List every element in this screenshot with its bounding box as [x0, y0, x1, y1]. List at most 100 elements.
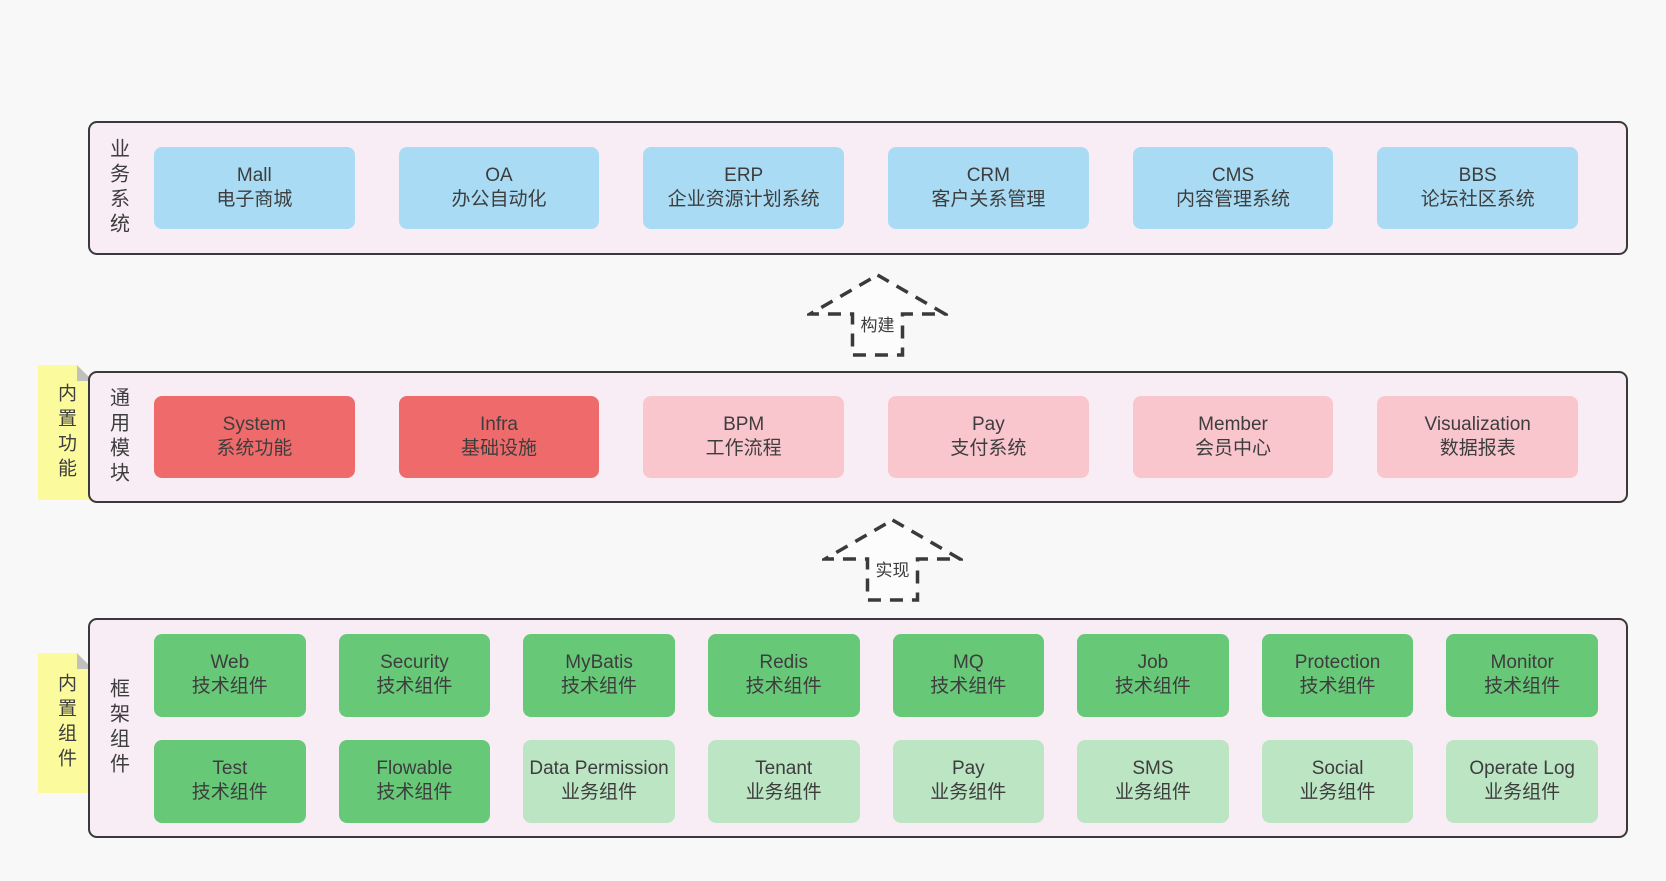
layer-framework-components: 框架组件 Web 技术组件 Security 技术组件 MyBatis 技术组件… — [88, 618, 1628, 838]
box-pay-component-en: Pay — [951, 758, 985, 779]
box-operate-log-en: Operate Log — [1469, 758, 1575, 779]
box-mybatis-zh: 技术组件 — [561, 676, 638, 697]
box-mall-en: Mall — [236, 165, 272, 186]
layer-common-modules-title: 通用模块 — [106, 387, 129, 487]
box-social-en: Social — [1311, 758, 1364, 779]
box-tenant-zh: 业务组件 — [745, 782, 822, 803]
layer-business-systems-title: 业务系统 — [106, 138, 129, 238]
box-bbs-zh: 论坛社区系统 — [1420, 189, 1535, 210]
box-flowable-en: Flowable — [376, 758, 453, 779]
box-system: System 系统功能 — [154, 396, 355, 478]
note-builtin-components: 内置组件 — [38, 653, 93, 793]
box-infra-en: Infra — [479, 414, 519, 435]
framework-row-2: Test 技术组件 Flowable 技术组件 Data Permission … — [154, 739, 1598, 823]
box-test: Test 技术组件 — [154, 739, 306, 823]
box-job-zh: 技术组件 — [1114, 676, 1191, 697]
box-redis-en: Redis — [759, 652, 808, 673]
layer-common-modules: 通用模块 System 系统功能 Infra 基础设施 BPM 工作流程 Pay… — [88, 371, 1628, 503]
box-mybatis: MyBatis 技术组件 — [523, 633, 675, 717]
box-visualization: Visualization 数据报表 — [1377, 396, 1579, 478]
framework-components-grid: Web 技术组件 Security 技术组件 MyBatis 技术组件 Redi… — [146, 620, 1626, 836]
box-cms: CMS 内容管理系统 — [1132, 147, 1334, 229]
layer-framework-components-title: 框架组件 — [106, 678, 129, 778]
box-mq-zh: 技术组件 — [930, 676, 1007, 697]
box-pay-module-zh: 支付系统 — [950, 438, 1027, 459]
common-modules-boxes: System 系统功能 Infra 基础设施 BPM 工作流程 Pay 支付系统… — [146, 373, 1626, 501]
arrow-build-label: 构建 — [857, 316, 898, 335]
box-test-en: Test — [212, 758, 248, 779]
box-social-zh: 业务组件 — [1299, 782, 1376, 803]
business-systems-boxes: Mall 电子商城 OA 办公自动化 ERP 企业资源计划系统 CRM 客户关系… — [146, 123, 1626, 253]
note-builtin-features: 内置功能 — [38, 365, 93, 500]
box-member-en: Member — [1198, 414, 1268, 435]
box-member: Member 会员中心 — [1132, 396, 1334, 478]
box-job: Job 技术组件 — [1077, 633, 1229, 717]
box-operate-log-zh: 业务组件 — [1484, 782, 1561, 803]
note-builtin-components-label: 内置组件 — [55, 673, 76, 773]
box-data-permission: Data Permission 业务组件 — [523, 739, 675, 823]
box-bpm: BPM 工作流程 — [643, 396, 845, 478]
box-pay-module-en: Pay — [971, 414, 1005, 435]
box-monitor-zh: 技术组件 — [1484, 676, 1561, 697]
box-web-en: Web — [210, 652, 250, 673]
box-mq: MQ 技术组件 — [892, 633, 1045, 717]
box-data-permission-zh: 业务组件 — [561, 782, 638, 803]
box-pay-component: Pay 业务组件 — [892, 739, 1045, 823]
framework-row-1: Web 技术组件 Security 技术组件 MyBatis 技术组件 Redi… — [154, 633, 1598, 717]
arrow-build: 构建 — [807, 272, 948, 358]
box-sms-zh: 业务组件 — [1114, 782, 1191, 803]
box-crm: CRM 客户关系管理 — [888, 147, 1089, 229]
box-protection-zh: 技术组件 — [1299, 676, 1376, 697]
box-operate-log: Operate Log 业务组件 — [1446, 739, 1598, 823]
box-mq-en: MQ — [953, 652, 984, 673]
layer-business-systems: 业务系统 Mall 电子商城 OA 办公自动化 ERP 企业资源计划系统 CRM… — [88, 121, 1628, 255]
box-cms-en: CMS — [1211, 165, 1255, 186]
box-oa: OA 办公自动化 — [398, 147, 600, 229]
arrow-implement-label: 实现 — [872, 561, 913, 580]
box-security-zh: 技术组件 — [376, 676, 453, 697]
up-block-arrow-icon — [822, 517, 963, 602]
arrow-implement: 实现 — [822, 517, 963, 603]
box-security-en: Security — [380, 652, 449, 673]
box-oa-en: OA — [485, 165, 513, 186]
box-pay-module: Pay 支付系统 — [888, 396, 1089, 478]
box-mall: Mall 电子商城 — [154, 147, 355, 229]
box-erp-zh: 企业资源计划系统 — [667, 189, 820, 210]
box-oa-zh: 办公自动化 — [451, 189, 547, 210]
box-bpm-en: BPM — [723, 414, 765, 435]
box-mybatis-en: MyBatis — [565, 652, 633, 673]
box-bbs: BBS 论坛社区系统 — [1377, 147, 1579, 229]
box-crm-zh: 客户关系管理 — [931, 189, 1046, 210]
box-monitor: Monitor 技术组件 — [1446, 633, 1598, 717]
box-flowable-zh: 技术组件 — [376, 782, 453, 803]
box-tenant: Tenant 业务组件 — [707, 739, 860, 823]
box-pay-component-zh: 业务组件 — [930, 782, 1007, 803]
box-crm-en: CRM — [966, 165, 1010, 186]
box-erp: ERP 企业资源计划系统 — [643, 147, 845, 229]
box-bpm-zh: 工作流程 — [705, 438, 782, 459]
box-visualization-en: Visualization — [1424, 414, 1531, 435]
box-social: Social 业务组件 — [1261, 739, 1414, 823]
box-data-permission-en: Data Permission — [529, 758, 669, 779]
box-visualization-zh: 数据报表 — [1439, 438, 1516, 459]
box-web-zh: 技术组件 — [191, 676, 268, 697]
box-protection: Protection 技术组件 — [1261, 633, 1414, 717]
note-builtin-features-label: 内置功能 — [55, 382, 76, 483]
box-sms-en: SMS — [1132, 758, 1174, 779]
box-security: Security 技术组件 — [338, 633, 491, 717]
box-web: Web 技术组件 — [154, 633, 306, 717]
box-mall-zh: 电子商城 — [216, 189, 293, 210]
box-infra-zh: 基础设施 — [461, 438, 538, 459]
box-test-zh: 技术组件 — [191, 782, 268, 803]
box-monitor-en: Monitor — [1490, 652, 1554, 673]
box-system-en: System — [222, 414, 287, 435]
box-redis-zh: 技术组件 — [745, 676, 822, 697]
box-bbs-en: BBS — [1458, 165, 1497, 186]
box-member-zh: 会员中心 — [1195, 438, 1272, 459]
box-tenant-en: Tenant — [755, 758, 813, 779]
box-erp-en: ERP — [724, 165, 764, 186]
box-cms-zh: 内容管理系统 — [1176, 189, 1291, 210]
box-infra: Infra 基础设施 — [398, 396, 600, 478]
box-flowable: Flowable 技术组件 — [338, 739, 491, 823]
box-protection-en: Protection — [1294, 652, 1381, 673]
